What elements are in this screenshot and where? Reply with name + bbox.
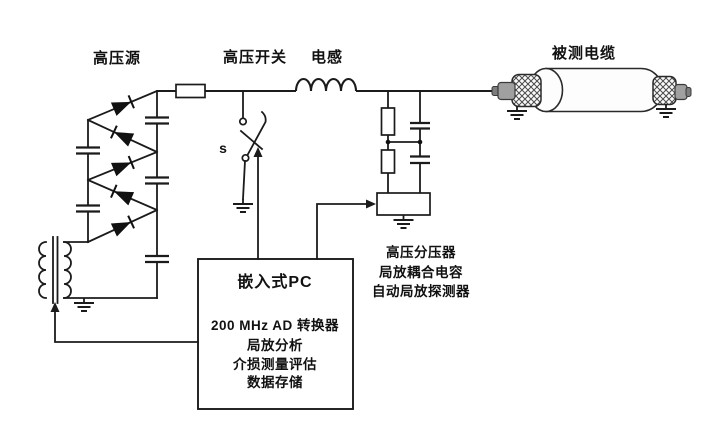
up-arrowhead — [253, 147, 263, 157]
junction-dot — [385, 139, 391, 145]
label-cable-under-test: 被测电缆 — [552, 44, 616, 62]
control-line-to-transformer — [50, 302, 199, 343]
label-hv-source: 高压源 — [93, 49, 141, 67]
coupling-capacitor — [410, 121, 430, 130]
capacitor — [145, 176, 169, 185]
junction-dot — [417, 139, 423, 145]
pc-box-title: 嵌入式PC — [237, 272, 312, 291]
cable-pin-right — [674, 83, 688, 101]
cable-termination-right — [652, 75, 677, 106]
embedded-pc-box — [197, 258, 354, 410]
transformer-secondary-coil — [63, 241, 72, 299]
switch-cross-stroke — [239, 129, 264, 151]
ground-symbol-cable-right — [655, 103, 677, 118]
ground-symbol-detector — [392, 214, 415, 229]
capacitor — [145, 116, 169, 125]
ground-symbol-cable-left — [506, 105, 528, 120]
pc-box-line: 局放分析 — [247, 337, 303, 353]
right-arrowhead — [366, 199, 376, 209]
control-line-to-detector — [316, 199, 376, 260]
transformer-primary-coil — [38, 241, 47, 299]
hv-switch — [232, 90, 267, 213]
cable-pin-tip-right — [685, 87, 692, 97]
divider-and-detector — [376, 90, 431, 229]
series-resistor — [175, 83, 206, 99]
diode — [110, 184, 135, 206]
diode — [110, 125, 135, 147]
up-arrowhead — [50, 302, 60, 312]
label-switch-s: s — [219, 140, 227, 156]
voltage-multiplier — [76, 89, 169, 299]
pc-box-line: 数据存储 — [247, 374, 303, 390]
label-divider-line2: 局放耦合电容 — [379, 264, 463, 280]
pc-box-line: 200 MHz AD 转换器 — [211, 317, 339, 333]
pc-box-line: 介损测量评估 — [232, 356, 317, 372]
diode — [110, 155, 135, 177]
control-line-to-switch — [253, 147, 263, 260]
divider-resistor — [380, 107, 396, 136]
switch-blade — [246, 110, 267, 157]
ground-symbol-switch — [232, 198, 254, 213]
cable-termination-left — [511, 73, 542, 108]
capacitor — [145, 254, 169, 264]
label-divider-line3: 自动局放探测器 — [372, 283, 470, 299]
cable-cylinder — [545, 67, 664, 113]
ground-symbol-transformer — [73, 297, 95, 312]
label-divider-line1: 高压分压器 — [386, 244, 456, 260]
pd-detector-box — [376, 192, 431, 216]
diode — [110, 215, 135, 237]
cable-under-test — [491, 67, 692, 120]
label-inductor: 电感 — [311, 48, 343, 66]
coupling-capacitor — [410, 155, 430, 165]
capacitor — [76, 204, 100, 213]
transformer — [38, 236, 72, 304]
divider-resistor — [380, 149, 396, 174]
inductor-coil — [294, 77, 358, 92]
capacitor — [76, 146, 100, 155]
switch-terminal — [238, 117, 248, 126]
label-hv-switch: 高压开关 — [223, 48, 287, 66]
cable-pin-left — [497, 81, 516, 101]
diode — [110, 94, 135, 116]
